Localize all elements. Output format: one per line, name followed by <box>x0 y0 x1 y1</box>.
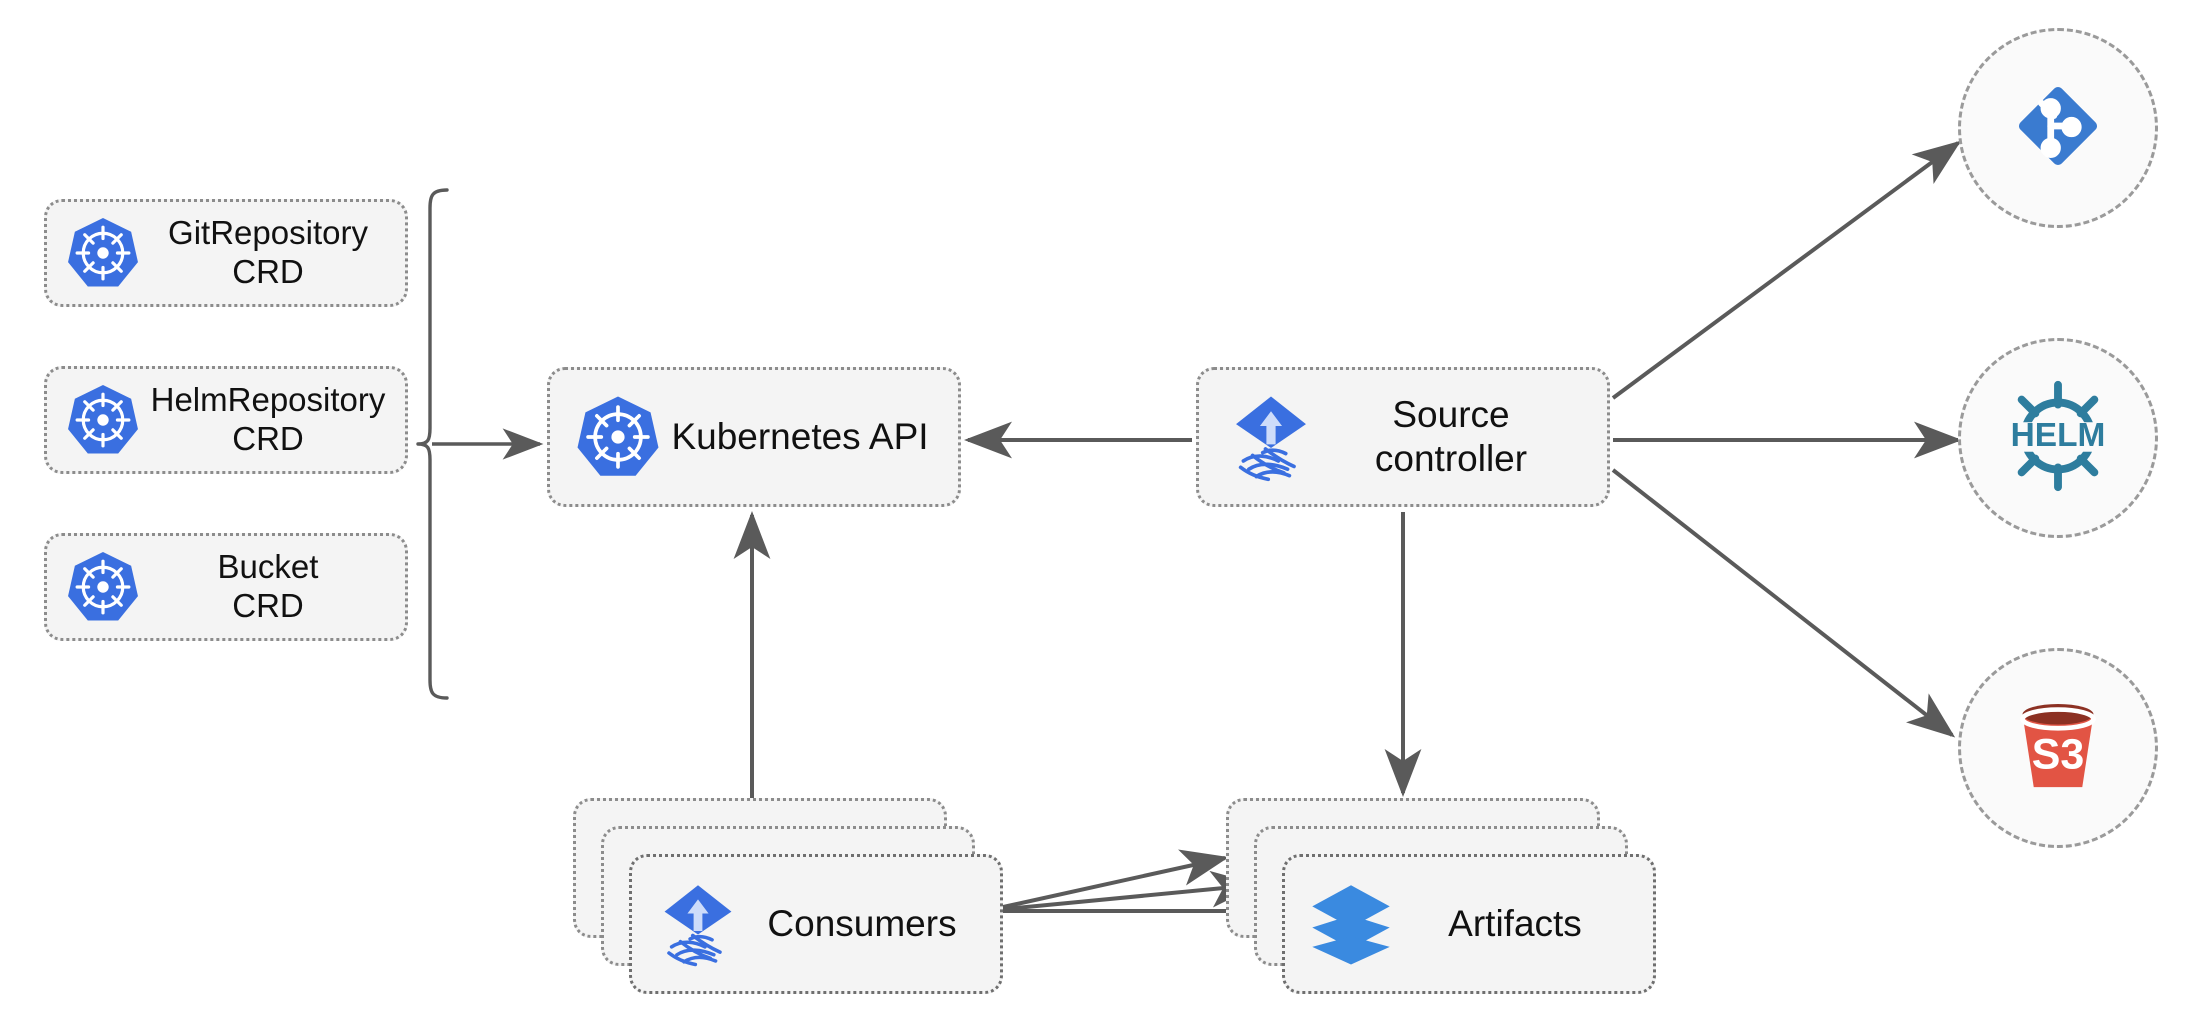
crd-group-brace <box>416 188 449 700</box>
crd-box-gitrepository[interactable]: GitRepository CRD <box>44 199 408 307</box>
node-label: Source controller <box>1374 394 1528 479</box>
crd-box-helmrepository[interactable]: HelmRepository CRD <box>44 366 408 474</box>
node-label: Artifacts <box>1448 903 1582 945</box>
node-label: Consumers <box>767 903 957 945</box>
kubernetes-icon <box>574 393 662 481</box>
edge-source-to-git <box>1611 140 1962 400</box>
node-source-controller[interactable]: Source controller <box>1196 367 1610 507</box>
kubernetes-icon <box>65 382 141 458</box>
edge-consumers-to-artifacts-mid <box>984 870 1259 913</box>
layers-icon <box>1307 880 1395 968</box>
edge-consumers-to-artifacts-back <box>984 849 1229 913</box>
kubernetes-icon <box>65 215 141 291</box>
node-kubernetes-api[interactable]: Kubernetes API <box>547 367 961 507</box>
node-label: Kubernetes API <box>671 416 929 458</box>
node-consumers-stack[interactable]: Consumers <box>573 798 1013 998</box>
s3-icon: S3 <box>2002 690 2114 807</box>
flux-icon <box>1225 391 1317 483</box>
crd-box-bucket[interactable]: Bucket CRD <box>44 533 408 641</box>
backend-circle-git[interactable] <box>1958 28 2158 228</box>
edge-source-to-s3 <box>1611 468 1956 738</box>
kubernetes-icon <box>65 549 141 625</box>
crd-label: Bucket CRD <box>217 548 319 624</box>
helm-icon: HELM <box>1999 377 2117 500</box>
flux-icon <box>654 880 742 968</box>
node-consumers[interactable]: Consumers <box>629 854 1003 994</box>
helm-wordmark: HELM <box>2011 416 2106 453</box>
crd-label: HelmRepository CRD <box>150 381 386 457</box>
backend-circle-helm[interactable]: HELM <box>1958 338 2158 538</box>
backend-circle-s3[interactable]: S3 <box>1958 648 2158 848</box>
node-artifacts-stack[interactable]: Artifacts <box>1226 798 1666 998</box>
crd-label: GitRepository CRD <box>168 214 368 290</box>
s3-wordmark: S3 <box>2032 730 2085 778</box>
git-icon <box>2006 74 2110 183</box>
node-artifacts[interactable]: Artifacts <box>1282 854 1656 994</box>
